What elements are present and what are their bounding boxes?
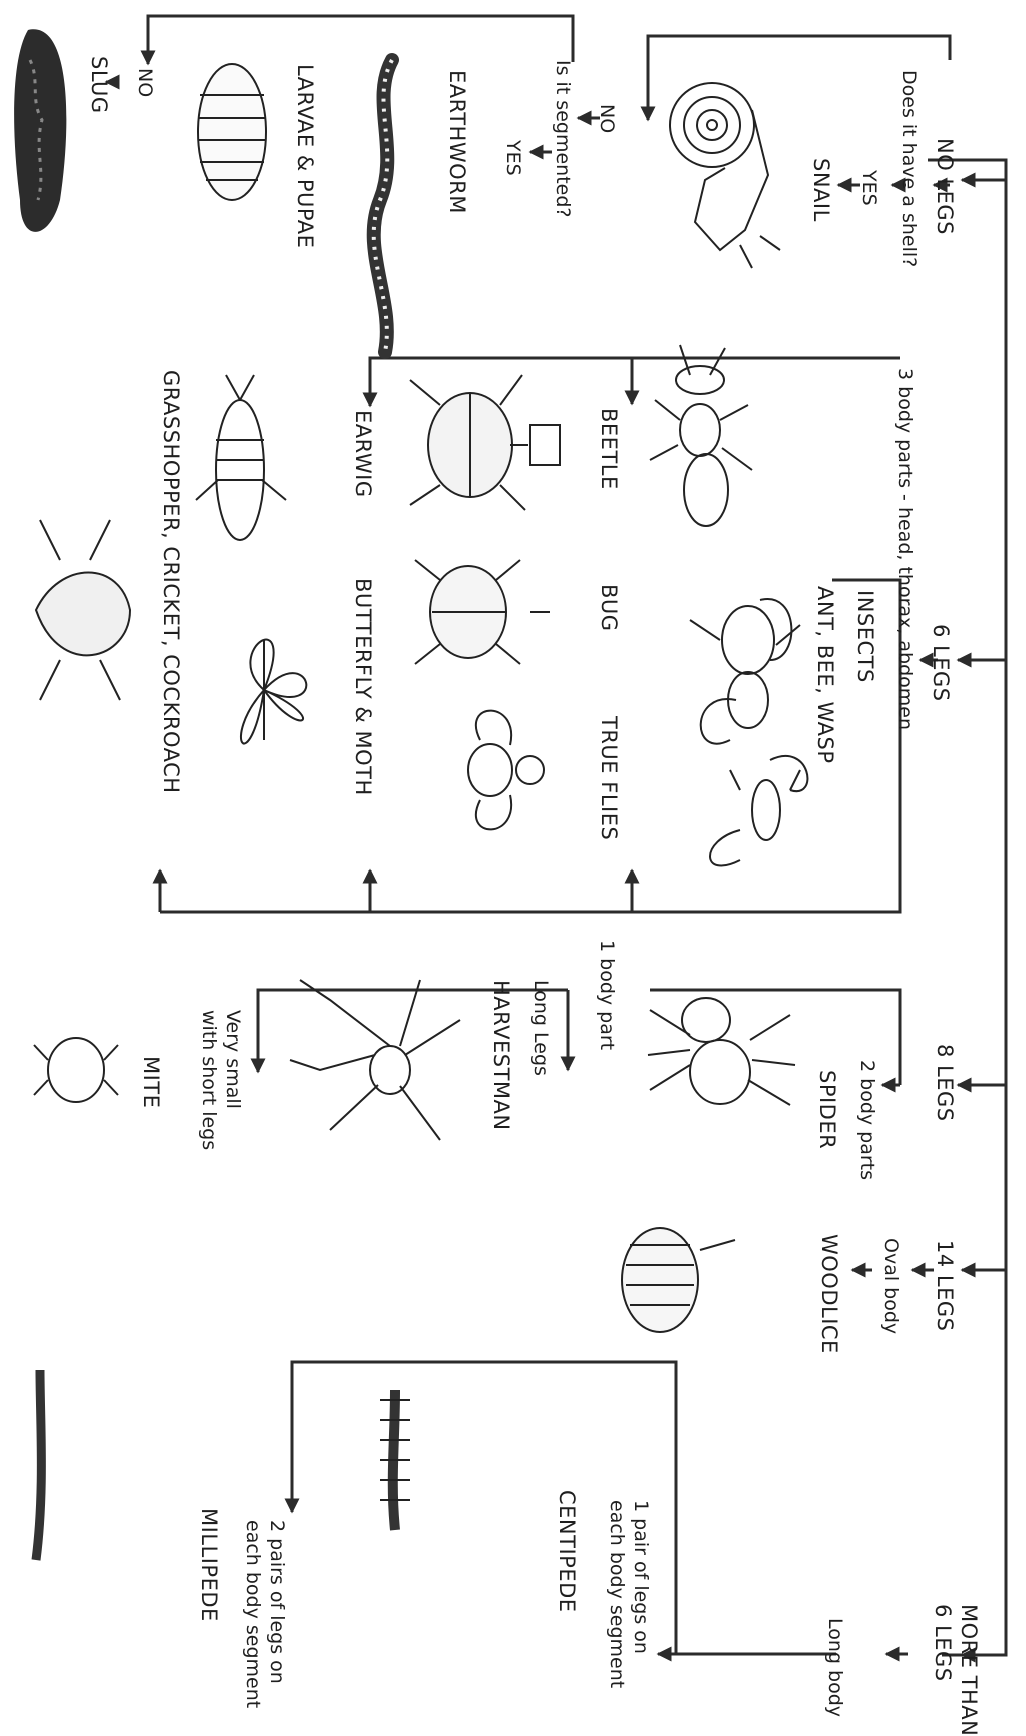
label-larvae: LARVAE & PUPAE xyxy=(292,64,318,248)
group-no-legs: NO LEGS xyxy=(932,138,958,235)
label-earthworm: EARTHWORM xyxy=(444,70,470,214)
bug-icon xyxy=(415,560,550,664)
question-oval-body: Oval body xyxy=(878,1238,902,1334)
question-two-pairs: 2 pairs of legs on each body segment xyxy=(241,1520,289,1708)
slug-icon xyxy=(14,29,66,232)
group-fourteen-legs: 14 LEGS xyxy=(932,1240,958,1331)
answer-yes-shell: YES xyxy=(856,170,880,206)
woodlouse-icon xyxy=(622,1228,735,1332)
wasp-icon xyxy=(710,756,807,866)
label-earwig: EARWIG xyxy=(350,410,376,498)
centipede-icon xyxy=(380,1390,410,1530)
label-insects: INSECTS xyxy=(852,590,878,683)
snail-icon xyxy=(670,83,780,268)
larva-icon xyxy=(198,64,266,200)
label-spider: SPIDER xyxy=(814,1070,840,1149)
label-harvestman: HARVESTMAN xyxy=(488,980,514,1131)
earthworm-icon xyxy=(374,60,392,352)
question-shell: Does it have a shell? xyxy=(896,70,920,267)
harvestman-icon xyxy=(290,980,460,1140)
label-beetle: BEETLE xyxy=(596,408,622,490)
label-ant-bee-wasp: ANT, BEE, WASP xyxy=(812,586,838,764)
question-long-body: Long body xyxy=(822,1618,846,1717)
question-one-body-part: 1 body part xyxy=(594,940,618,1050)
label-woodlice: WOODLICE xyxy=(816,1234,842,1354)
label-grasshopper: GRASSHOPPER, CRICKET, COCKROACH xyxy=(158,370,184,794)
question-segmented: Is it segmented? xyxy=(550,60,574,217)
answer-yes-segmented: YES xyxy=(500,140,524,176)
question-spider-parts: 2 body parts xyxy=(854,1060,878,1180)
question-long-legs: Long Legs xyxy=(528,980,552,1076)
bee-icon xyxy=(690,599,800,744)
answer-no-segmented: NO xyxy=(132,68,156,97)
question-very-small: Very small with short legs xyxy=(197,1010,245,1150)
question-one-pair: 1 pair of legs on each body segment xyxy=(605,1500,653,1688)
label-butterfly: BUTTERFLY & MOTH xyxy=(350,578,376,796)
answer-no-shell: NO xyxy=(594,104,618,133)
label-snail: SNAIL xyxy=(808,158,834,222)
beetle-icon xyxy=(410,375,560,510)
fly-icon xyxy=(468,711,544,830)
question-insect-parts: 3 body parts - head, thorax, abdomen xyxy=(892,368,916,730)
label-slug: SLUG xyxy=(86,56,112,114)
butterfly-icon xyxy=(241,640,306,744)
label-bug: BUG xyxy=(596,584,622,632)
earwig-icon xyxy=(196,375,286,540)
grasshopper-icon xyxy=(36,520,130,700)
group-more-than-six: MORE THAN 6 LEGS xyxy=(930,1604,983,1736)
group-six-legs: 6 LEGS xyxy=(928,624,954,702)
millipede-icon xyxy=(36,1370,41,1560)
mite-icon xyxy=(34,1038,118,1102)
group-eight-legs: 8 LEGS xyxy=(932,1044,958,1122)
spider-icon xyxy=(648,998,795,1105)
label-mite: MITE xyxy=(138,1056,164,1108)
ant-icon xyxy=(650,345,752,526)
label-centipede: CENTIPEDE xyxy=(554,1490,580,1613)
label-millipede: MILLIPEDE xyxy=(196,1508,222,1622)
label-true-flies: TRUE FLIES xyxy=(596,716,622,840)
